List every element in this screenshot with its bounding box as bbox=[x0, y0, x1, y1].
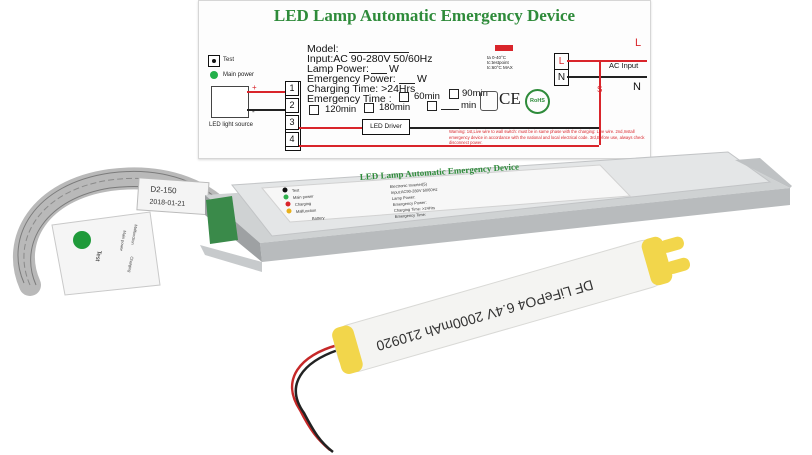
card-main-power-label: Main power bbox=[119, 230, 128, 252]
led-light-source-label: LED light source bbox=[209, 122, 254, 128]
terminal-3: 3 bbox=[285, 115, 299, 130]
wire-red-4 bbox=[299, 145, 599, 147]
card-test-label: Test bbox=[94, 250, 102, 262]
opt-120-label: 120min bbox=[325, 104, 357, 115]
emergency-time-line: Emergency Time : bbox=[307, 93, 392, 105]
test-label: Test bbox=[223, 57, 235, 63]
terminal-4: 4 bbox=[285, 132, 299, 147]
lamp-power-blank bbox=[371, 73, 387, 74]
box-charging-dot bbox=[285, 201, 291, 207]
test-button-icon-card bbox=[73, 231, 91, 249]
plus-sign: + bbox=[252, 83, 257, 92]
ribbon-tag-line1: D2-150 bbox=[150, 185, 177, 196]
spec-line-3: tc:60°C MAX bbox=[487, 65, 513, 70]
live-label: L bbox=[635, 37, 642, 49]
opt-180-label: 180min bbox=[379, 102, 411, 113]
emergency-driver-box: LED Lamp Automatic Emergency Device Test… bbox=[200, 151, 792, 272]
wire-black-3 bbox=[409, 127, 599, 129]
label-title: LED Lamp Automatic Emergency Device bbox=[273, 6, 576, 25]
ac-input-label: AC Input bbox=[609, 61, 639, 70]
emergency-power-unit: W bbox=[417, 73, 427, 85]
wire-live bbox=[567, 60, 647, 62]
battery-end-cap-left bbox=[332, 325, 363, 374]
minus-sign: - bbox=[252, 107, 255, 116]
model-underline bbox=[349, 52, 409, 53]
wire-red-3 bbox=[299, 127, 362, 129]
terminal-1: 1 bbox=[285, 81, 299, 96]
warning-text: Warning: 1st,Live wire to wall switch: m… bbox=[449, 129, 645, 145]
wire-red-1 bbox=[247, 91, 287, 93]
main-power-led-icon bbox=[210, 71, 218, 79]
box-spec-6: Emergency Time: bbox=[395, 212, 426, 219]
box-main-power-text: Main power bbox=[293, 194, 315, 200]
checkbox-60 bbox=[399, 92, 409, 102]
lamp-power-unit: W bbox=[389, 63, 399, 75]
card-charging-label: Charging bbox=[127, 256, 135, 273]
box-malfunction-text: Malfunction bbox=[296, 208, 317, 214]
spec-line-1: ta 0-40°C bbox=[487, 55, 507, 60]
lamp-power-line: Lamp Power: bbox=[307, 63, 369, 75]
tc-point-icon bbox=[495, 45, 513, 51]
custom-min-blank bbox=[441, 109, 459, 110]
label-sheet: LED Lamp Automatic Emergency Device Test… bbox=[198, 0, 651, 159]
rohs-badge: RoHS bbox=[525, 89, 550, 114]
ul-mark-icon bbox=[480, 91, 498, 111]
emergency-power-line: Emergency Power: bbox=[307, 73, 396, 85]
battery-terminal-1 bbox=[660, 236, 684, 253]
charging-time-line: Charging Time: >24Hrs bbox=[307, 83, 416, 95]
n-terminal: N bbox=[554, 69, 569, 86]
terminal-2: 2 bbox=[285, 98, 299, 113]
box-spec-2: Input:AC90-280V 50/60Hz bbox=[391, 187, 438, 195]
main-power-label: Main power bbox=[223, 72, 255, 78]
led-light-source-box bbox=[211, 86, 249, 118]
box-test-text: Test bbox=[292, 187, 301, 193]
ribbon-tag: D2-150 2018-01-21 bbox=[136, 177, 210, 216]
box-spec-3: Lamp Power: bbox=[392, 194, 416, 201]
checkbox-custom bbox=[427, 101, 437, 111]
battery-terminal-2 bbox=[666, 257, 691, 275]
box-label bbox=[260, 164, 632, 223]
test-button-icon bbox=[208, 55, 220, 67]
ce-mark: CE bbox=[499, 89, 521, 108]
box-spec-5: Charging Time: >24Hrs bbox=[394, 205, 435, 213]
opt-60-label: 60min bbox=[414, 91, 440, 102]
box-battery-text: Battery bbox=[312, 215, 325, 221]
ribbon-tag-line2: 2018-01-21 bbox=[149, 199, 185, 208]
box-test-dot bbox=[282, 187, 288, 193]
pcb-edge bbox=[206, 196, 238, 244]
box-spec-4: Emergency Power: bbox=[393, 200, 427, 207]
opt-90-label: 90min bbox=[462, 88, 488, 99]
input-line: Input:AC 90-280V 50/60Hz bbox=[307, 53, 433, 65]
wire-switch bbox=[599, 61, 601, 145]
battery-pack: DF LiFePO4 6.4V 2000mAh 210920 bbox=[332, 236, 691, 374]
opt-min-label: min bbox=[461, 100, 477, 111]
spec-line-2: tc:testpoint bbox=[487, 60, 509, 65]
temperature-spec-box: ta 0-40°C tc:testpoint tc:60°C MAX bbox=[485, 45, 525, 73]
neutral-label: N bbox=[633, 81, 641, 93]
wire-black-2 bbox=[247, 109, 287, 111]
checkbox-120 bbox=[309, 105, 319, 115]
checkbox-90 bbox=[449, 89, 459, 99]
model-line: Model: bbox=[307, 43, 339, 55]
card-malfunction-label: Malfunction bbox=[130, 224, 138, 245]
test-panel-card: Test Main power Malfunction Charging bbox=[51, 211, 161, 296]
wire-neutral bbox=[567, 76, 647, 78]
battery-wires bbox=[290, 343, 339, 453]
box-main-power-dot bbox=[283, 194, 289, 200]
emergency-power-blank bbox=[399, 83, 415, 84]
checkbox-180 bbox=[364, 103, 374, 113]
box-charging-text: Charging bbox=[295, 201, 312, 207]
box-malfunction-dot bbox=[286, 208, 292, 214]
led-driver-box: LED Driver bbox=[362, 119, 410, 135]
box-spec-1: Electronic Inverter(5) bbox=[390, 181, 428, 189]
